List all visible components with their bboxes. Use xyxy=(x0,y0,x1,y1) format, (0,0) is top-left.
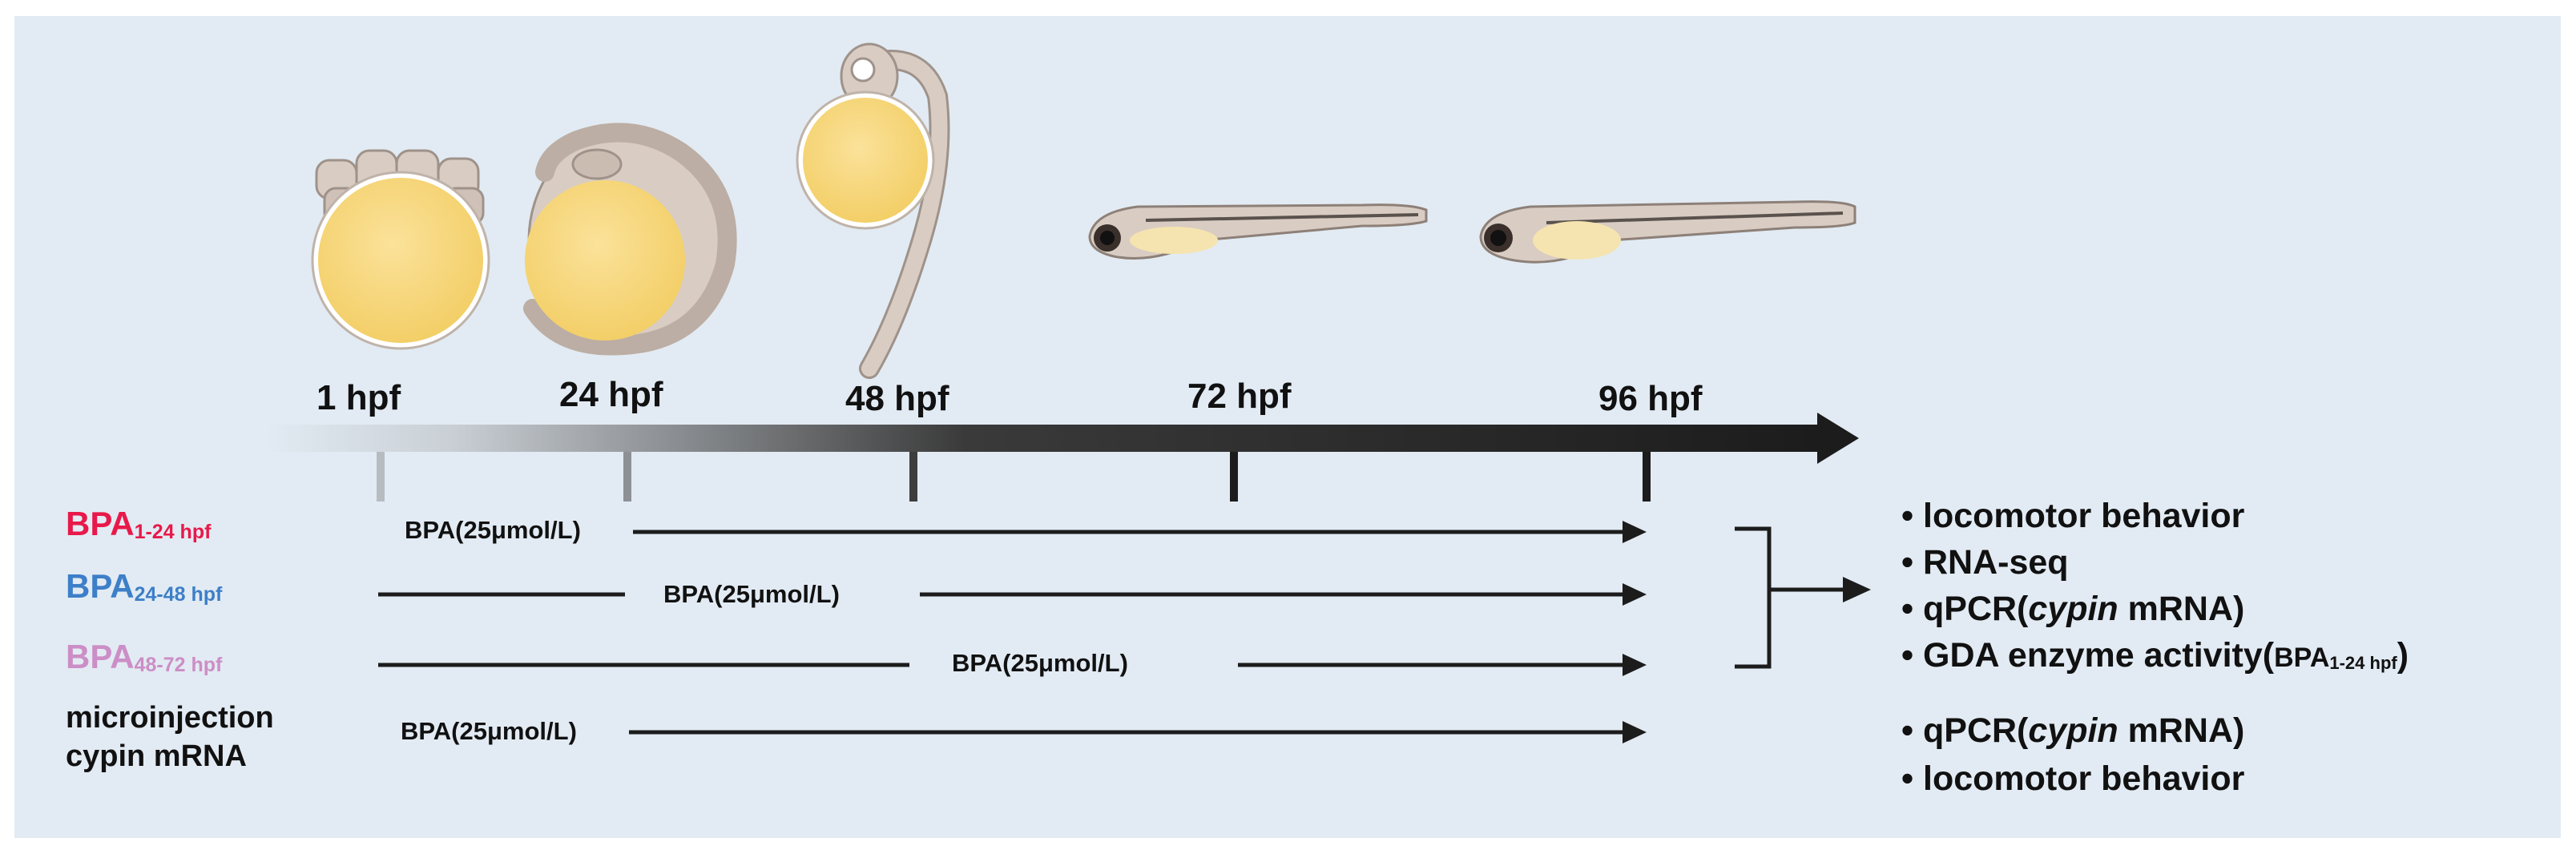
outcome-qpcr-cypin-micro: • qPCR(cypin mRNA) xyxy=(1901,711,2245,750)
stage-label-1hpf: 1 hpf xyxy=(316,378,401,417)
group-label-bpa-24-48: BPA24-48 hpf xyxy=(66,567,223,606)
outcome-bracket xyxy=(1735,526,1871,669)
group-label-bpa-1-24: BPA1-24 hpf xyxy=(66,505,212,543)
exposure-label-microinjection: BPA(25μmol/L) xyxy=(401,717,577,745)
larva-icon-96hpf xyxy=(1479,200,1856,264)
group-label-bpa-48-72: BPA48-72 hpf xyxy=(66,638,223,676)
outcome-locomotor-behavior: • locomotor behavior xyxy=(1901,497,2245,535)
outcome-gda-enzyme-activity: • GDA enzyme activity(BPA1-24 hpf) xyxy=(1901,636,2409,675)
outcome-locomotor-behavior-micro: • locomotor behavior xyxy=(1901,759,2245,798)
timeline-arrow xyxy=(264,413,1859,464)
exposure-label-bpa-48-72: BPA(25μmol/L) xyxy=(952,649,1128,677)
group-label-microinjection: microinjection cypin mRNA xyxy=(66,701,274,773)
outcome-rna-seq: • RNA-seq xyxy=(1901,543,2069,582)
stage-label-96hpf: 96 hpf xyxy=(1598,379,1703,418)
larva-icon-72hpf xyxy=(1088,203,1428,260)
stage-label-48hpf: 48 hpf xyxy=(845,379,949,418)
exposure-label-bpa-1-24: BPA(25μmol/L) xyxy=(405,516,581,544)
stage-label-72hpf: 72 hpf xyxy=(1187,377,1292,416)
hatching-embryo-icon xyxy=(796,42,950,379)
timeline-ticks xyxy=(377,452,1651,502)
exposure-arrows xyxy=(378,521,1647,743)
cleavage-embryo-icon xyxy=(311,149,490,350)
outcome-qpcr-cypin: • qPCR(cypin mRNA) xyxy=(1901,590,2245,628)
exposure-label-bpa-24-48: BPA(25μmol/L) xyxy=(663,580,840,608)
curled-embryo-icon xyxy=(523,123,737,356)
stage-label-24hpf: 24 hpf xyxy=(559,375,663,414)
